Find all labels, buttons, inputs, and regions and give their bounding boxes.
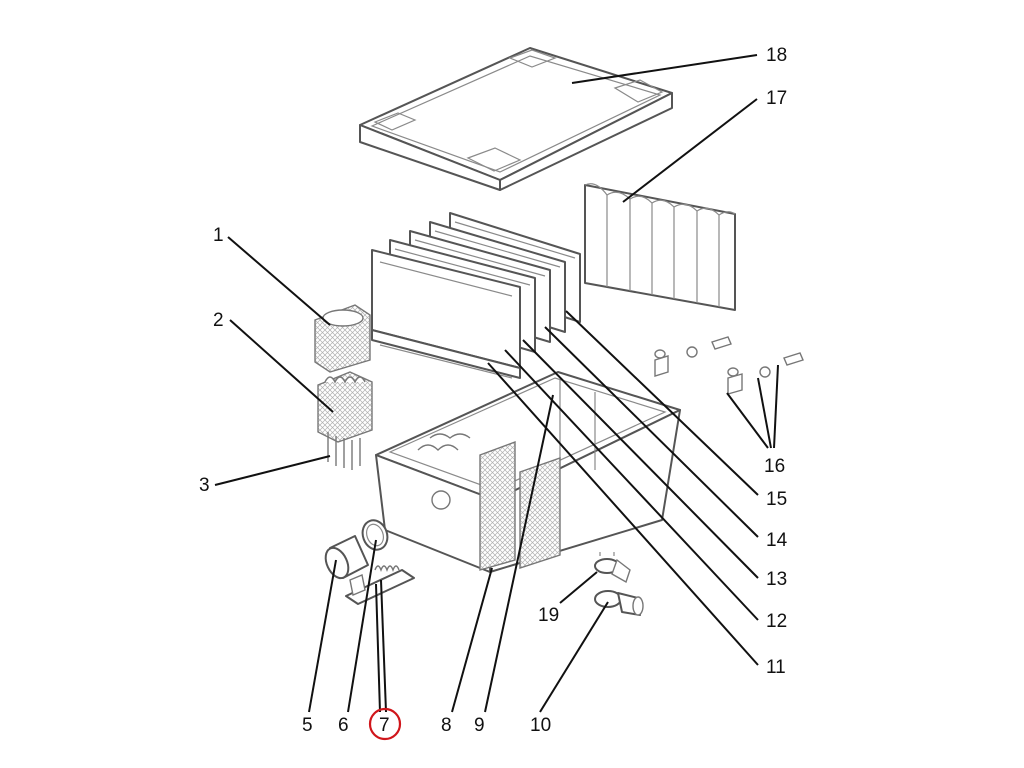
part-heater-tubes (327, 432, 361, 470)
callout-numbers: 18 17 1 2 3 5 6 7 8 9 10 19 11 12 13 14 … (199, 45, 788, 736)
callout-13: 13 (766, 569, 787, 590)
part-filter-cartridges (584, 183, 736, 311)
callout-15: 15 (766, 489, 787, 510)
part-valve-small (594, 552, 631, 584)
leader-1 (227, 236, 331, 326)
callout-7: 7 (379, 715, 390, 736)
part-tank (375, 371, 681, 573)
leader-lines (214, 54, 779, 713)
leader-6 (347, 539, 377, 713)
leader-12 (504, 349, 759, 621)
part-filter-plates (371, 212, 581, 379)
leader-18 (571, 54, 758, 84)
callout-10: 10 (530, 715, 551, 736)
leader-8 (451, 567, 493, 713)
leader-5 (308, 559, 337, 713)
part-circuit-board (345, 565, 415, 605)
callout-1: 1 (213, 225, 224, 246)
leader-19 (559, 571, 598, 604)
part-valve-large (594, 590, 644, 616)
leader-15 (565, 310, 759, 496)
leader-16a (726, 392, 769, 449)
callout-17: 17 (766, 88, 787, 109)
leader-17 (622, 98, 758, 203)
callout-8: 8 (441, 715, 452, 736)
callout-12: 12 (766, 611, 787, 632)
leader-16c (773, 364, 779, 449)
callout-9: 9 (474, 715, 485, 736)
callout-11: 11 (766, 657, 786, 678)
leader-11 (487, 362, 759, 666)
leader-16b (757, 377, 772, 449)
callout-2: 2 (213, 310, 224, 331)
callout-14: 14 (766, 530, 788, 551)
leader-9 (484, 394, 554, 713)
callout-6: 6 (338, 715, 349, 736)
part-o-ring (361, 519, 389, 551)
part-fittings (654, 336, 804, 395)
leader-7a (375, 583, 381, 713)
part-heater (317, 371, 373, 443)
leader-3 (214, 455, 331, 486)
leader-13 (522, 339, 759, 579)
leader-10 (539, 601, 609, 713)
callout-7-highlight (368, 707, 402, 741)
callout-3: 3 (199, 475, 210, 496)
part-lid (359, 47, 673, 191)
leader-14 (544, 326, 759, 538)
callout-18: 18 (766, 45, 787, 66)
leader-7b (380, 579, 387, 713)
leader-2 (229, 319, 334, 413)
callout-5: 5 (302, 715, 313, 736)
callout-16: 16 (764, 456, 785, 477)
part-sponge (314, 304, 371, 373)
part-cylinder (324, 535, 369, 580)
callout-19: 19 (538, 605, 559, 626)
